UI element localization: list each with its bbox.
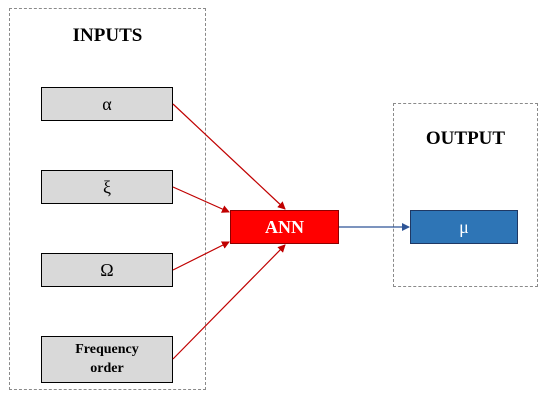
- arrow-alpha-to-ann: [172, 103, 286, 210]
- output-title: OUTPUT: [425, 128, 506, 149]
- arrow-omega-to-ann: [172, 241, 230, 271]
- output-node-mu: μ: [410, 210, 518, 244]
- input-node-xi: ξ: [41, 170, 173, 204]
- input-node-omega: Ω: [41, 253, 173, 287]
- input-node-frequency-order: Frequency order: [41, 336, 173, 383]
- inputs-title: INPUTS: [72, 25, 143, 46]
- arrow-frequency-to-ann: [172, 244, 286, 360]
- input-node-alpha: α: [41, 87, 173, 121]
- output-group: OUTPUT: [393, 103, 538, 287]
- ann-node: ANN: [230, 210, 339, 244]
- arrow-xi-to-ann: [172, 186, 230, 213]
- inputs-group: INPUTS: [9, 8, 206, 390]
